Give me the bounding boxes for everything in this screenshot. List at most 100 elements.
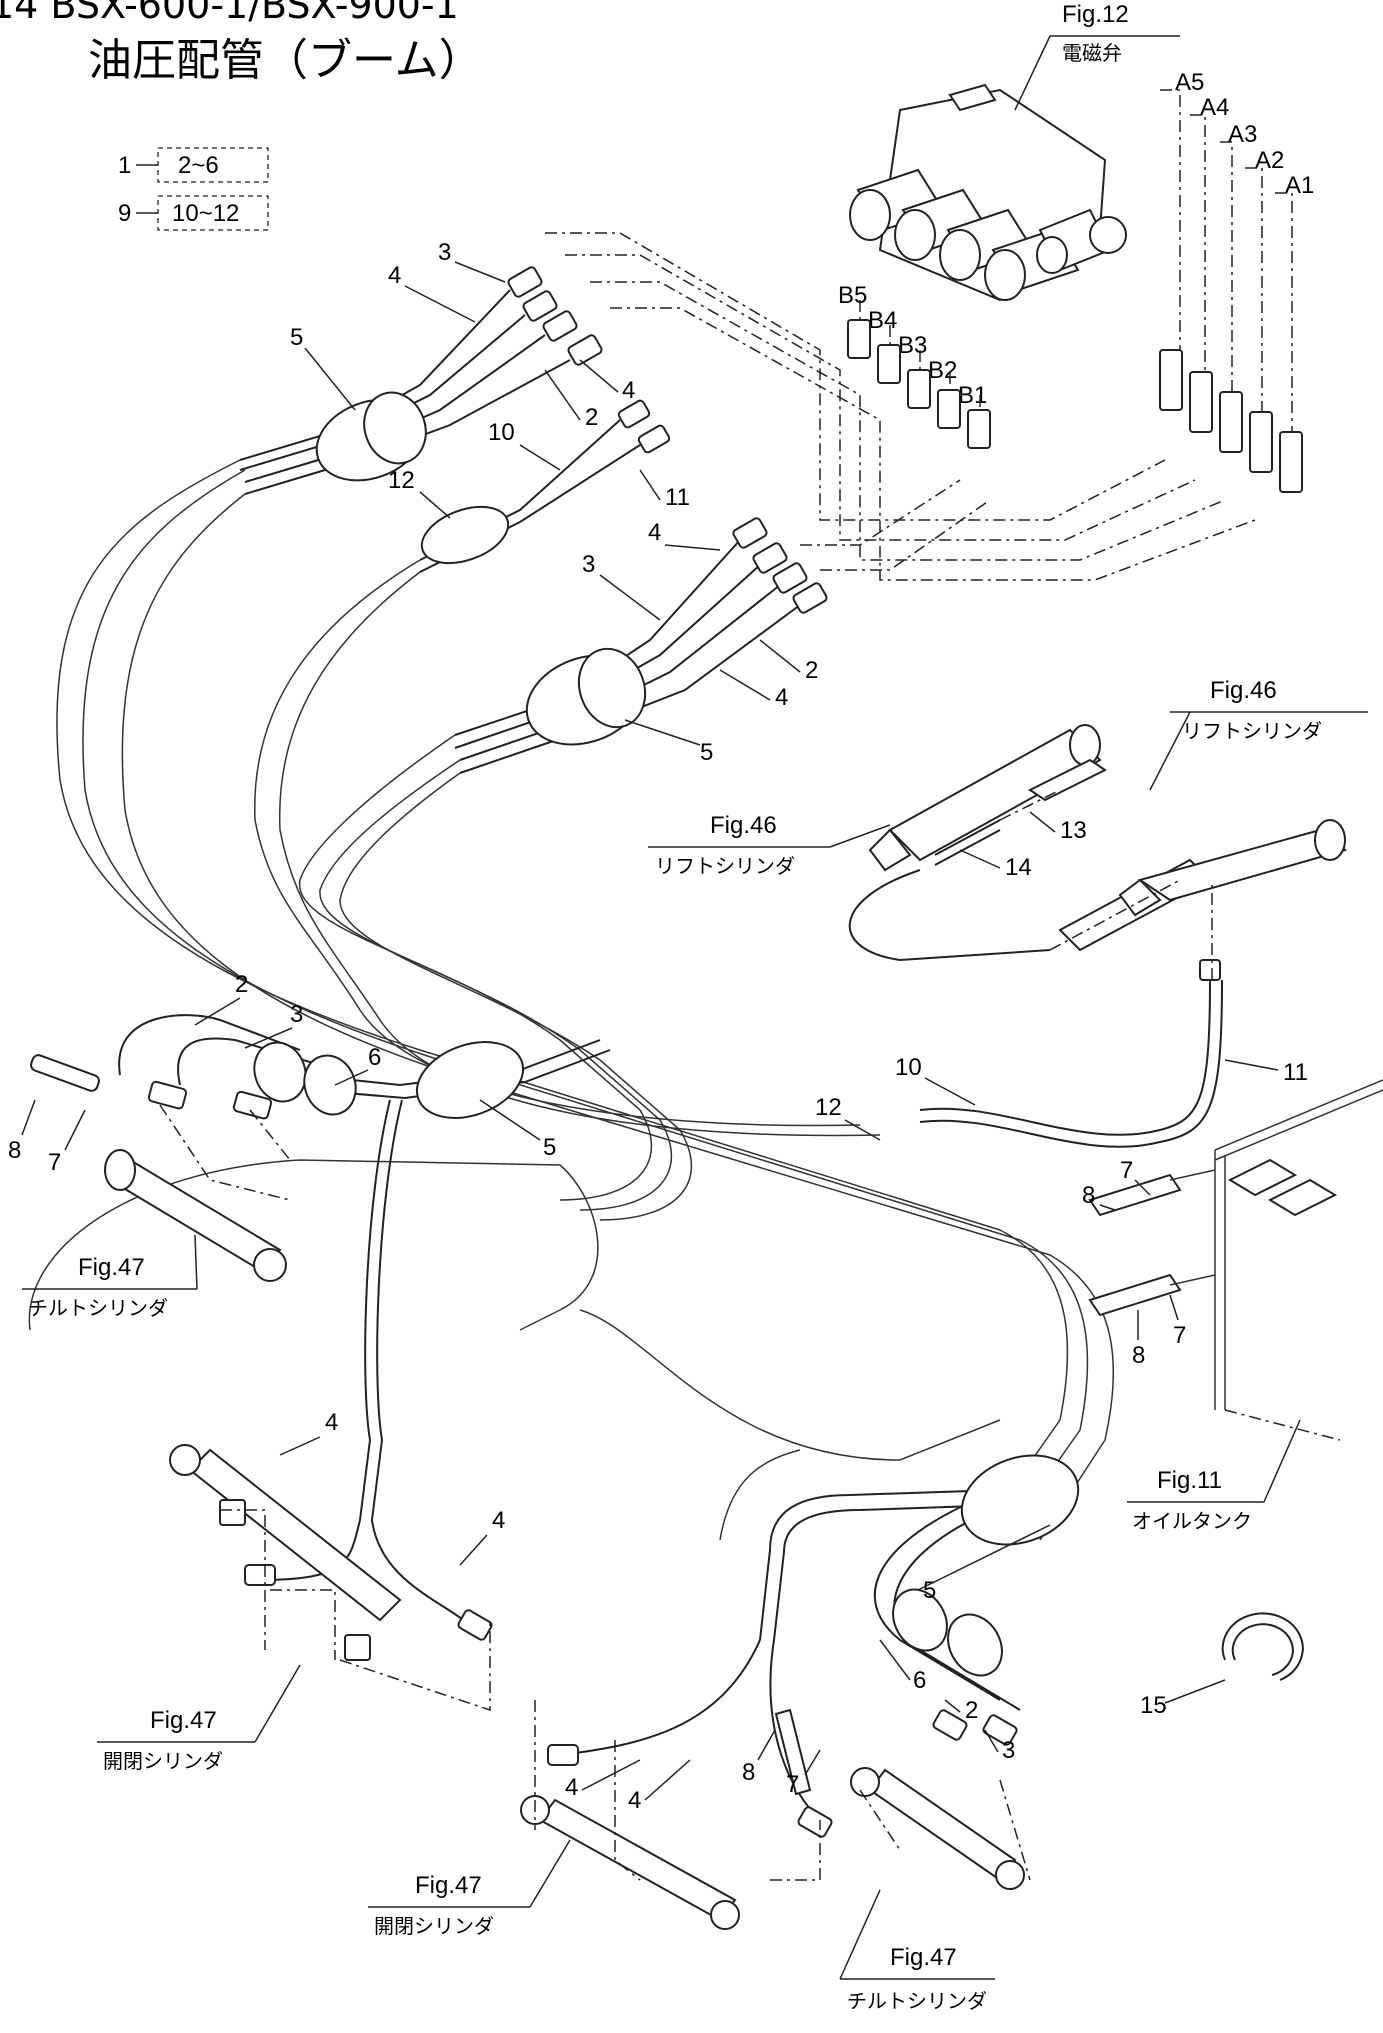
svg-text:B4: B4	[868, 307, 897, 334]
svg-text:Fig.12: Fig.12	[1062, 1, 1129, 28]
svg-text:A5: A5	[1175, 69, 1204, 96]
callout-label: 5	[700, 739, 713, 766]
callout-label: 7	[786, 1771, 799, 1798]
part-callouts: 3 4 5 2 4 10 12 11 4 3 2 4 5 13 14 10 12…	[8, 239, 1308, 1814]
callout-label: 4	[565, 1774, 578, 1801]
legend-num: 1	[118, 152, 131, 179]
callout-label: 14	[1005, 854, 1032, 881]
port-labels-a: A5 A4 A3 A2 A1	[1175, 69, 1314, 199]
callout-label: 2	[585, 404, 598, 431]
svg-text:A1: A1	[1285, 172, 1314, 199]
left-tilt-cylinder	[30, 1054, 291, 1282]
callout-label: 10	[895, 1054, 922, 1081]
page-subtitle: 油圧配管（ブーム）	[88, 35, 483, 86]
svg-text:B3: B3	[898, 332, 927, 359]
middle-hose-bundle	[454, 517, 828, 774]
svg-text:リフトシリンダ: リフトシリンダ	[1182, 719, 1322, 743]
svg-text:開閉シリンダ: 開閉シリンダ	[374, 1914, 494, 1938]
callout-label: 4	[648, 519, 661, 546]
callout-label: 11	[665, 484, 690, 511]
figure-ref-fig47-bottom-tilt: Fig.47 チルトシリンダ	[839, 1889, 995, 2013]
callout-label: 11	[1283, 1059, 1308, 1086]
b-port-fittings	[847, 319, 991, 449]
upper-hose-bundle	[239, 266, 603, 495]
svg-text:Fig.47: Fig.47	[890, 1944, 957, 1971]
callout-label: 4	[492, 1507, 505, 1534]
legend-num: 9	[118, 200, 131, 227]
callout-label: 4	[388, 262, 401, 289]
svg-text:開閉シリンダ: 開閉シリンダ	[103, 1749, 223, 1773]
callout-label: 12	[388, 467, 415, 494]
page-title: 14 BSX-600-1/BSX-900-1	[0, 0, 459, 27]
svg-text:Fig.47: Fig.47	[78, 1254, 145, 1281]
callout-label: 8	[1082, 1182, 1095, 1209]
callout-label: 5	[923, 1577, 936, 1604]
callout-label: 4	[775, 684, 788, 711]
svg-text:オイルタンク: オイルタンク	[1132, 1509, 1252, 1533]
port-labels-b: B5 B4 B3 B2 B1	[838, 282, 987, 409]
lift-cylinder-assembly	[848, 724, 1348, 1148]
callout-label: 4	[622, 377, 635, 404]
callout-label: 3	[290, 1001, 303, 1028]
callout-label: 2	[965, 1697, 978, 1724]
svg-text:Fig.46: Fig.46	[710, 812, 777, 839]
callout-label: 5	[543, 1134, 556, 1161]
callout-label: 10	[488, 419, 515, 446]
callout-label: 4	[628, 1787, 641, 1814]
callout-label: 3	[582, 551, 595, 578]
svg-text:チルトシリンダ: チルトシリンダ	[847, 1989, 987, 2013]
figure-ref-fig47-bottom-open: Fig.47 開閉シリンダ	[368, 1839, 571, 1938]
svg-text:A2: A2	[1255, 147, 1284, 174]
svg-text:チルトシリンダ: チルトシリンダ	[28, 1296, 168, 1320]
svg-text:Fig.46: Fig.46	[1210, 677, 1277, 704]
solenoid-valve-block	[849, 83, 1127, 302]
lower-left-hose-bundle	[118, 1014, 611, 1641]
long-hose-routing	[28, 459, 1115, 1541]
svg-text:Fig.47: Fig.47	[150, 1707, 217, 1734]
callout-label: 2	[235, 971, 248, 998]
callout-label: 8	[1132, 1342, 1145, 1369]
callout-label: 6	[913, 1667, 926, 1694]
assembly-legend: 1 2~6 9 10~12	[118, 147, 269, 231]
figure-ref-fig46-right: Fig.46 リフトシリンダ	[1149, 677, 1368, 791]
figure-ref-fig47-left-open: Fig.47 開閉シリンダ	[97, 1664, 301, 1773]
figure-ref-fig12: Fig.12 電磁弁	[1014, 1, 1180, 111]
svg-text:B2: B2	[928, 357, 957, 384]
svg-text:Fig.47: Fig.47	[415, 1872, 482, 1899]
legend-range: 2~6	[178, 152, 219, 179]
callout-label: 3	[438, 239, 451, 266]
oil-tank-outline	[1214, 1079, 1383, 1441]
callout-label: 3	[1002, 1737, 1015, 1764]
figure-ref-fig11: Fig.11 オイルタンク	[1127, 1419, 1301, 1533]
hose-clamp	[1221, 1612, 1304, 1681]
figure-ref-fig46-left: Fig.46 リフトシリンダ	[648, 812, 891, 878]
callout-label: 7	[1173, 1322, 1186, 1349]
callout-label: 12	[815, 1094, 842, 1121]
legend-range: 10~12	[172, 200, 239, 227]
figure-ref-fig47-left-tilt: Fig.47 チルトシリンダ	[22, 1234, 198, 1320]
callout-label: 6	[368, 1044, 381, 1071]
lower-right-hose-bundle	[547, 1454, 1080, 1838]
tank-return-hoses	[1088, 1169, 1216, 1317]
left-open-close-cylinder	[169, 1444, 491, 1712]
svg-text:B5: B5	[838, 282, 867, 309]
valve-connection-lines	[545, 89, 1293, 581]
a-port-fittings	[1159, 349, 1303, 493]
callout-label: 15	[1140, 1692, 1167, 1719]
svg-text:A3: A3	[1228, 121, 1257, 148]
callout-label: 8	[742, 1759, 755, 1786]
callout-label: 13	[1060, 817, 1087, 844]
svg-text:電磁弁: 電磁弁	[1062, 41, 1122, 65]
upper-thin-hose-bundle	[419, 399, 671, 573]
svg-text:Fig.11: Fig.11	[1157, 1467, 1222, 1494]
callout-label: 2	[805, 657, 818, 684]
svg-text:A4: A4	[1200, 94, 1229, 121]
callout-label: 7	[48, 1149, 61, 1176]
callout-label: 5	[290, 324, 303, 351]
lower-right-cylinders	[520, 1700, 1031, 1930]
svg-text:B1: B1	[958, 382, 987, 409]
callout-label: 4	[325, 1409, 338, 1436]
svg-text:リフトシリンダ: リフトシリンダ	[655, 854, 795, 878]
callout-label: 7	[1120, 1157, 1133, 1184]
